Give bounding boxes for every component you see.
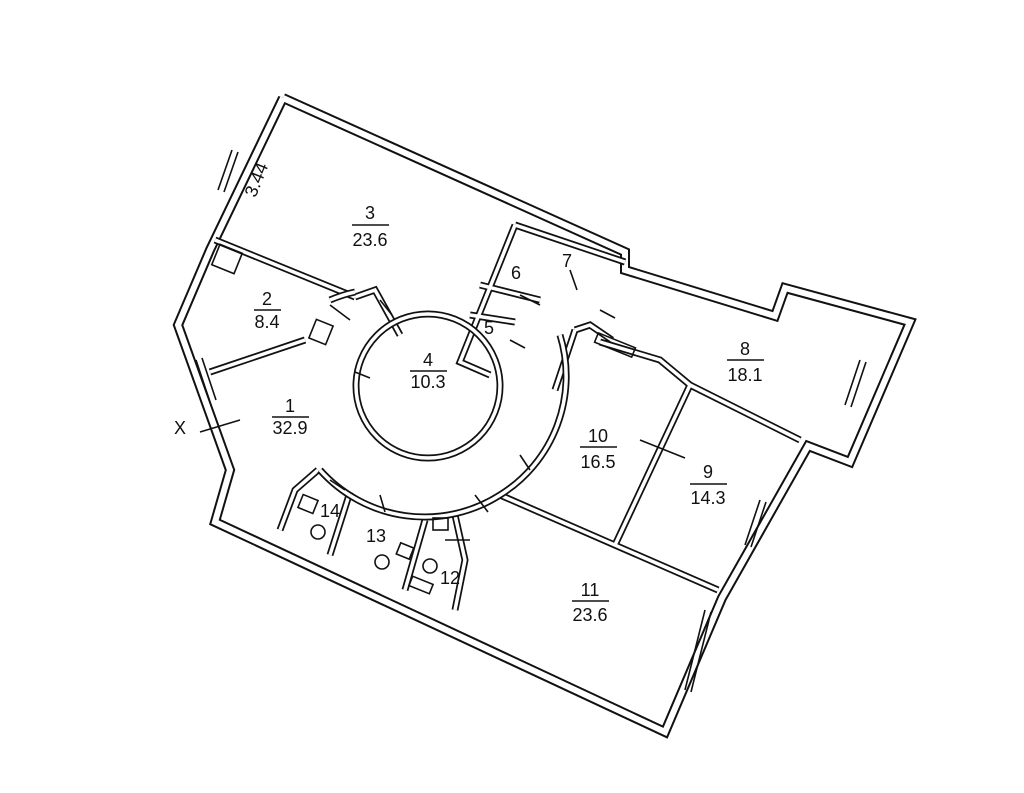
room-8-label: 8 18.1 (727, 339, 764, 385)
svg-text:11: 11 (581, 580, 600, 600)
room-12-label: 12 (440, 568, 460, 588)
svg-text:3: 3 (365, 203, 375, 223)
room-6-label: 6 (511, 263, 521, 283)
svg-text:4: 4 (423, 350, 433, 370)
svg-text:32.9: 32.9 (272, 418, 307, 438)
room-1-label: 1 32.9 (272, 396, 309, 438)
room-10-label: 10 16.5 (580, 426, 617, 472)
room-2-label: 2 8.4 (254, 289, 281, 332)
svg-text:10: 10 (588, 426, 608, 446)
svg-text:2: 2 (262, 289, 272, 309)
svg-text:9: 9 (703, 462, 713, 482)
svg-text:23.6: 23.6 (572, 605, 607, 625)
axis-marker: X (174, 418, 186, 438)
svg-text:8: 8 (740, 339, 750, 359)
room-13-label: 13 (366, 526, 386, 546)
svg-text:16.5: 16.5 (580, 452, 615, 472)
room-3-label: 3 23.6 (352, 203, 389, 250)
svg-text:14.3: 14.3 (690, 488, 725, 508)
room-11-label: 11 23.6 (572, 580, 609, 625)
room-5-label: 5 (484, 318, 494, 338)
walls (172, 93, 917, 739)
svg-text:23.6: 23.6 (352, 230, 387, 250)
room-9-label: 9 14.3 (690, 462, 727, 508)
svg-text:1: 1 (285, 396, 295, 416)
room-14-label: 14 (320, 501, 340, 521)
svg-text:8.4: 8.4 (254, 312, 279, 332)
room-7-label: 7 (562, 251, 572, 271)
svg-text:18.1: 18.1 (727, 365, 762, 385)
room-4-label: 4 10.3 (410, 350, 447, 392)
svg-text:10.3: 10.3 (410, 372, 445, 392)
